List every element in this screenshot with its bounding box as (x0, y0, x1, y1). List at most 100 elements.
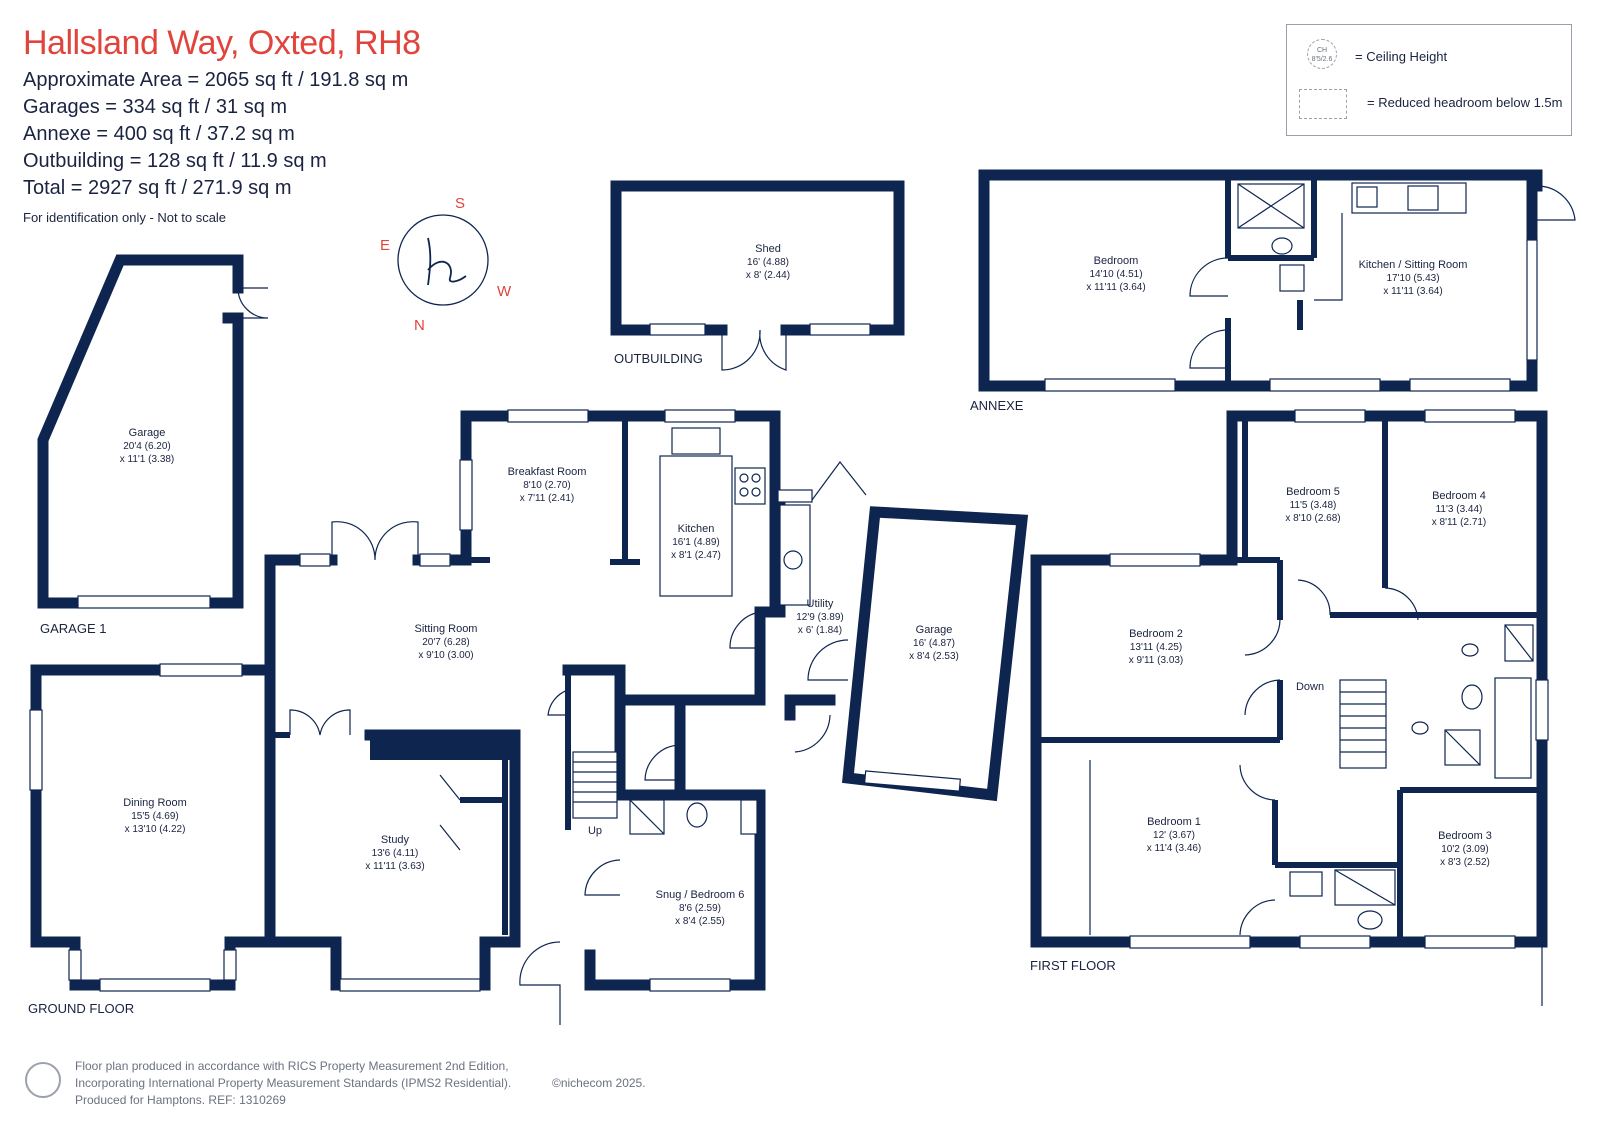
room-text-11: x 7'11 (2.41) (520, 493, 575, 504)
room-text-17: x 6' (1.84) (798, 625, 842, 636)
room-text-41: x 8'11 (2.71) (1432, 517, 1487, 528)
compass-n: N (414, 317, 425, 334)
room-text-9: Breakfast Room (508, 466, 587, 478)
room-bedroom-5: Bedroom 5 11'5 (3.48) x 8'10 (2.68) (1285, 486, 1340, 524)
room-text-4: 15'5 (4.69) (131, 811, 179, 822)
compass-s: S (455, 195, 465, 212)
room-text-30: Bedroom (1094, 255, 1139, 267)
footer-text: Floor plan produced in accordance with R… (75, 1058, 511, 1109)
room-text-49: 10'2 (3.09) (1441, 844, 1489, 855)
stairs-up: Up (572, 751, 618, 837)
room-text-46: 12' (3.67) (1153, 830, 1195, 841)
room-text-39: Bedroom 4 (1432, 490, 1486, 502)
label-first-floor: FIRST FLOOR (1030, 958, 1116, 973)
room-text-13: 16'1 (4.89) (672, 537, 720, 548)
room-text-21: Study (381, 834, 410, 846)
footer-line-3: Produced for Hamptons. REF: 1310269 (75, 1093, 286, 1107)
room-text-44: x 9'11 (3.03) (1129, 655, 1184, 666)
room-text-2: x 11'1 (3.38) (120, 454, 175, 465)
area-approximate: Approximate Area = 2065 sq ft / 191.8 sq… (23, 69, 409, 91)
room-text-38: x 8'10 (2.68) (1285, 513, 1340, 524)
room-text-20: x 8'4 (2.53) (909, 651, 959, 662)
room-text-26: x 8'4 (2.55) (675, 916, 725, 927)
room-breakfast: Breakfast Room 8'10 (2.70) x 7'11 (2.41) (508, 466, 587, 504)
room-text-25: 8'6 (2.59) (679, 903, 721, 914)
room-text-23: x 11'11 (3.63) (365, 861, 424, 872)
room-text-10: 8'10 (2.70) (523, 480, 571, 491)
room-text-47: x 11'4 (3.46) (1147, 843, 1202, 854)
disclaimer-note: For identification only - Not to scale (23, 210, 227, 225)
room-bedroom-4: Bedroom 4 11'3 (3.44) x 8'11 (2.71) (1432, 490, 1487, 528)
room-annexe-bedroom: Bedroom 14'10 (4.51) x 11'11 (3.64) (1086, 255, 1145, 293)
room-text-1: 20'4 (6.20) (123, 441, 171, 452)
room-bedroom-2: Bedroom 2 13'11 (4.25) x 9'11 (3.03) (1129, 628, 1184, 666)
room-text-27: Shed (755, 243, 781, 255)
info-person-icon (25, 1062, 61, 1098)
room-text-31: 14'10 (4.51) (1089, 269, 1142, 280)
room-kitchen: Kitchen 16'1 (4.89) x 8'1 (2.47) (671, 523, 721, 561)
room-text-37: 11'5 (3.48) (1290, 500, 1337, 511)
room-dining: Dining Room 15'5 (4.69) x 13'10 (4.22) (123, 797, 187, 835)
room-text-28: 16' (4.88) (747, 257, 789, 268)
room-text-33: Kitchen / Sitting Room (1359, 259, 1468, 271)
room-text-29: x 8' (2.44) (746, 270, 790, 281)
room-text-15: Utility (807, 598, 834, 610)
room-bedroom-3: Bedroom 3 10'2 (3.09) x 8'3 (2.52) (1438, 830, 1492, 868)
compass-e: E (380, 237, 390, 254)
area-outbuilding: Outbuilding = 128 sq ft / 11.9 sq m (23, 150, 327, 172)
ground-floor-block: Up GROUND FLOOR (28, 409, 867, 1025)
room-study: Study 13'6 (4.11) x 11'11 (3.63) (365, 834, 424, 872)
room-shed: Shed 16' (4.88) x 8' (2.44) (746, 243, 790, 281)
label-garage-1: GARAGE 1 (40, 621, 106, 636)
stairs-up-label: Up (588, 825, 602, 837)
room-text-16: 12'9 (3.89) (796, 612, 844, 623)
garage-2-block (784, 506, 1029, 802)
footer-line-1: Floor plan produced in accordance with R… (75, 1059, 509, 1073)
room-text-36: Bedroom 5 (1286, 486, 1340, 498)
room-text-19: 16' (4.87) (913, 638, 955, 649)
room-snug: Snug / Bedroom 6 8'6 (2.59) x 8'4 (2.55) (656, 889, 745, 927)
legend-headroom-label: = Reduced headroom below 1.5m (1367, 95, 1563, 110)
room-sitting: Sitting Room 20'7 (6.28) x 9'10 (3.00) (415, 623, 478, 661)
garage-1-block: GARAGE 1 (37, 254, 269, 636)
room-text-5: x 13'10 (4.22) (125, 824, 186, 835)
room-text-48: Bedroom 3 (1438, 830, 1492, 842)
room-utility: Utility 12'9 (3.89) x 6' (1.84) (796, 598, 844, 636)
label-outbuilding: OUTBUILDING (614, 351, 703, 366)
room-text-42: Bedroom 2 (1129, 628, 1183, 640)
room-text-35: x 11'11 (3.64) (1383, 286, 1442, 297)
label-annexe: ANNEXE (970, 398, 1024, 413)
copyright: ©nichecom 2025. (552, 1076, 646, 1090)
room-text-32: x 11'11 (3.64) (1086, 282, 1145, 293)
room-text-24: Snug / Bedroom 6 (656, 889, 745, 901)
area-annexe: Annexe = 400 sq ft / 37.2 sq m (23, 123, 295, 145)
room-garage-2: Garage 16' (4.87) x 8'4 (2.53) (909, 624, 959, 662)
label-ground-floor: GROUND FLOOR (28, 1001, 134, 1016)
stairs-down-label: Down (1296, 681, 1324, 693)
room-text-43: 13'11 (4.25) (1130, 642, 1182, 653)
outbuilding-block: OUTBUILDING (610, 180, 905, 371)
property-title: Hallsland Way, Oxted, RH8 (23, 24, 421, 62)
header: Hallsland Way, Oxted, RH8 Approximate Ar… (23, 24, 421, 225)
legend-ceiling-label: = Ceiling Height (1355, 49, 1448, 64)
room-text-6: Sitting Room (415, 623, 478, 635)
room-garage-1: Garage 20'4 (6.20) x 11'1 (3.38) (120, 427, 175, 465)
room-text-0: Garage (129, 427, 166, 439)
footer-line-2: Incorporating International Property Mea… (75, 1076, 512, 1090)
room-bedroom-1: Bedroom 1 12' (3.67) x 11'4 (3.46) (1147, 816, 1202, 854)
room-text-45: Bedroom 1 (1147, 816, 1201, 828)
first-floor-block: Down FIRST FLOOR (1030, 409, 1549, 1006)
annexe-block: ANNEXE (970, 169, 1576, 413)
room-text-12: Kitchen (678, 523, 715, 535)
room-text-18: Garage (916, 624, 953, 636)
ceiling-height-icon: CH 8'5/2.6 (1307, 39, 1337, 69)
reduced-headroom-icon (1299, 89, 1347, 119)
room-text-8: x 9'10 (3.00) (418, 650, 473, 661)
room-text-22: 13'6 (4.11) (372, 848, 419, 859)
compass-icon: S W N E (380, 195, 512, 334)
room-annexe-kitchen: Kitchen / Sitting Room 17'10 (5.43) x 11… (1359, 259, 1468, 297)
room-text-3: Dining Room (123, 797, 187, 809)
compass-w: W (497, 283, 512, 300)
room-text-14: x 8'1 (2.47) (671, 550, 721, 561)
